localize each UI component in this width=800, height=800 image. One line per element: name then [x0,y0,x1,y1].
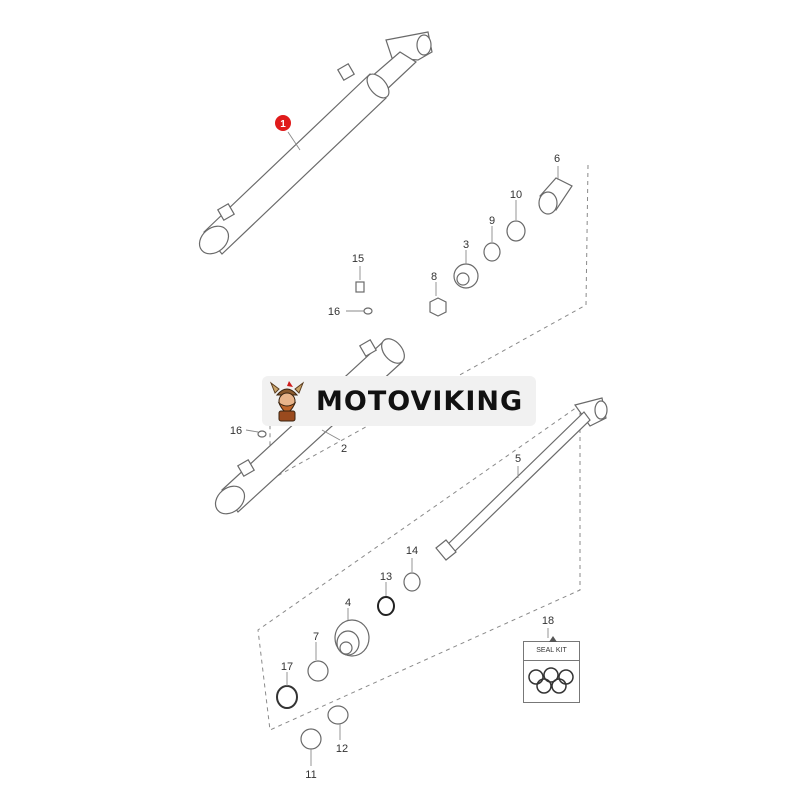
part-12-ring[interactable] [327,705,349,725]
part-17-ring[interactable] [276,685,298,709]
callout-2: 2 [341,443,347,455]
callout-6: 6 [554,153,560,165]
callout-10: 10 [510,189,522,201]
part-8-nut[interactable] [429,297,447,317]
arrow-up-icon [549,636,557,642]
viking-mascot-icon [262,376,312,426]
callout-16-lower: 16 [230,425,242,437]
seal-kit-box[interactable]: SEAL KIT [523,636,580,703]
callout-3: 3 [463,239,469,251]
seal-kit-label: SEAL KIT [536,647,567,654]
callout-17: 17 [281,661,293,673]
seal-rings-icon [528,667,574,694]
callout-12: 12 [336,743,348,755]
callout-1-highlight [275,115,291,131]
callout-18: 18 [542,615,554,627]
part-4-cylinder-head[interactable] [334,619,370,657]
part-6-end-cap[interactable] [538,177,573,215]
callout-8: 8 [431,271,437,283]
callout-9: 9 [489,215,495,227]
part-5-piston-rod[interactable] [435,397,608,561]
part-16-lower-fitting[interactable] [257,430,267,438]
dashed-assembly-outline-lower [257,404,581,731]
seal-kit-header: SEAL KIT [524,636,579,661]
callout-4: 4 [345,597,351,609]
part-9-ring[interactable] [483,242,501,262]
callout-14: 14 [406,545,418,557]
part-10-ring[interactable] [506,220,526,242]
callout-5: 5 [515,453,521,465]
part-1-cylinder-assembly[interactable] [194,31,433,259]
brand-name: MOTOVIKING [316,385,524,417]
callout-11: 11 [305,769,316,781]
part-16-upper-fitting[interactable] [363,307,373,315]
callout-13: 13 [380,571,392,583]
part-11-ring[interactable] [300,728,322,750]
part-7-ring[interactable] [307,660,329,682]
part-3-piston[interactable] [453,263,479,289]
brand-watermark: MOTOVIKING [262,376,536,426]
callout-7: 7 [313,631,319,643]
callout-15: 15 [352,253,364,265]
part-14-ring[interactable] [403,572,421,592]
part-13-seal[interactable] [377,596,395,616]
callout-1: 1 [280,119,286,130]
part-15-grease-fitting[interactable] [355,281,365,293]
callout-16-upper: 16 [328,306,340,318]
